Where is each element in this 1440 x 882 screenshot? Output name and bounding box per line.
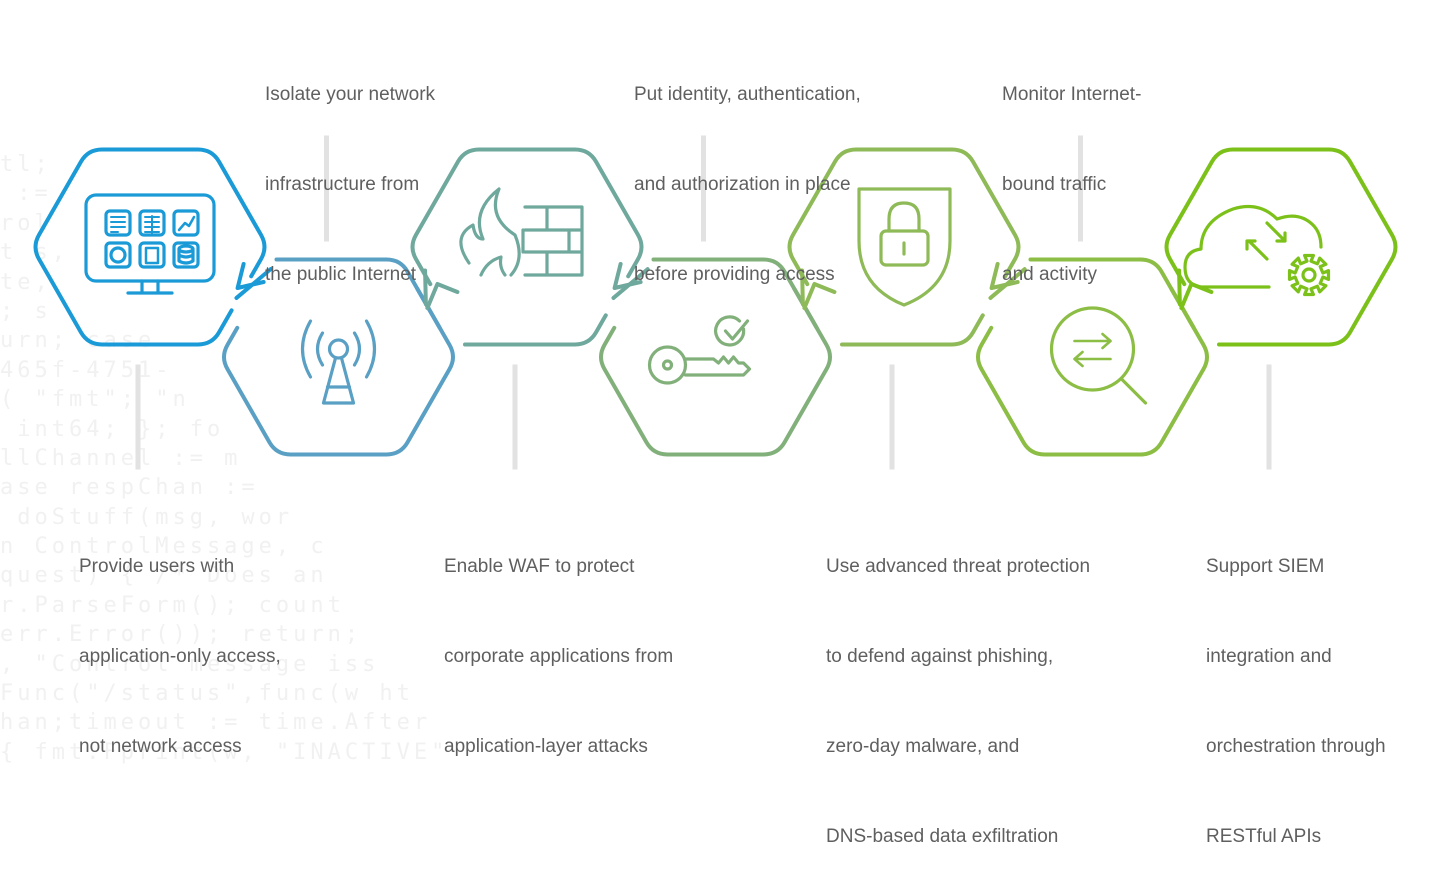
hexagon-siem <box>1164 147 1398 347</box>
background-code-line: r.ParseForm(); count <box>0 592 345 618</box>
background-code-line: t s, <box>0 240 69 266</box>
caption-line: before providing access <box>634 264 835 285</box>
hexagon-app-access <box>33 147 267 347</box>
caption-network-isolation: Isolate your network infrastructure from… <box>265 20 435 320</box>
hexagon-outline-upper <box>274 257 442 330</box>
arrowhead <box>802 282 837 310</box>
hexagon-outline-upper <box>787 147 1021 287</box>
hexagon-outline-lower <box>463 313 608 347</box>
caption-line: Support SIEM <box>1206 556 1325 577</box>
flow-arrow <box>423 268 460 310</box>
monitor-dashboard-icon <box>84 193 216 295</box>
firewall-icon <box>459 187 584 277</box>
hexagon-network-isolation <box>222 257 455 457</box>
hexagon-outline-lower <box>976 286 1209 457</box>
caption-line: Use advanced threat protection <box>826 556 1091 577</box>
caption-line: application-layer attacks <box>444 736 648 757</box>
connector-lines <box>135 135 1272 470</box>
caption-monitoring: Monitor Internet- bound traffic and acti… <box>1002 20 1141 320</box>
hexagon-outline <box>1164 147 1398 347</box>
background-code-line: n ControlMessage, c <box>0 534 328 560</box>
caption-line: integration and <box>1206 646 1332 667</box>
hexagon-chain <box>33 147 1398 457</box>
background-code-line: llChannel := m <box>0 445 242 471</box>
background-code-line: err.Error()); return; <box>0 622 363 648</box>
flow-arrow <box>611 262 650 300</box>
arrowhead <box>235 262 266 290</box>
hexagon-outline-upper <box>651 257 819 330</box>
traffic-search-icon <box>1049 306 1148 405</box>
caption-line: RESTful APIs <box>1206 826 1322 847</box>
caption-line: Put identity, authentication, <box>634 84 861 105</box>
hexagon-outline-lower <box>222 286 455 457</box>
antenna-tower-icon <box>300 319 377 405</box>
hexagon-threat-protection <box>787 147 1021 347</box>
hexagon-outline-upper <box>410 147 644 287</box>
flow-arrow <box>1177 268 1214 310</box>
security-flow-diagram <box>33 135 1398 470</box>
caption-line: application-only access, <box>79 646 281 667</box>
flow-arrow <box>800 268 837 310</box>
caption-identity: Put identity, authentication, and author… <box>634 20 861 320</box>
caption-app-access: Provide users with application-only acce… <box>79 492 281 792</box>
caption-line: to defend against phishing, <box>826 646 1054 667</box>
caption-line: Isolate your network <box>265 84 436 105</box>
background-code-line: ase respChan := <box>0 475 259 501</box>
hexagon-outline-upper <box>1028 257 1196 330</box>
caption-line: DNS-based data exfiltration <box>826 826 1059 847</box>
key-check-icon <box>647 315 752 385</box>
background-code-line: tl; <box>0 152 52 177</box>
arrowhead <box>612 262 643 290</box>
caption-threat-protection: Use advanced threat protection to defend… <box>826 492 1090 882</box>
caption-line: and activity <box>1002 264 1098 285</box>
flow-arrow <box>988 262 1027 300</box>
arrowhead <box>425 282 460 310</box>
background-code-line: := <box>0 181 52 207</box>
hexagon-waf <box>410 147 644 347</box>
background-code-line: te, <box>0 269 69 295</box>
caption-line: and authorization in place <box>634 174 851 195</box>
hexagon-outline <box>33 147 267 347</box>
caption-line: infrastructure from <box>265 174 420 195</box>
caption-line: Enable WAF to protect <box>444 556 635 577</box>
caption-line: bound traffic <box>1002 174 1107 195</box>
caption-line: corporate applications from <box>444 646 674 667</box>
flow-arrow <box>234 262 273 300</box>
background-code-line: quest) { /* Does an <box>0 563 328 589</box>
background-code-line: urn; case <box>0 328 156 354</box>
cloud-sync-gear-icon <box>1183 205 1331 297</box>
background-code-line: ; s <box>0 298 52 324</box>
arrowhead <box>989 262 1020 290</box>
caption-line: orchestration through <box>1206 736 1386 757</box>
hexagon-outline-lower <box>840 313 985 347</box>
hexagon-monitoring <box>976 257 1209 457</box>
step-icons <box>84 187 1331 405</box>
caption-line: Provide users with <box>79 556 235 577</box>
shield-lock-icon <box>857 187 952 307</box>
background-code-line: ( "fmt"; "n <box>0 387 190 413</box>
background-code-line: int64; }; fo <box>0 416 225 442</box>
caption-line: the public Internet <box>265 264 417 285</box>
hexagon-identity <box>599 257 832 457</box>
caption-line: not network access <box>79 736 242 757</box>
background-code-line: doStuff(msg, wor <box>0 504 294 530</box>
hexagon-outline-lower <box>599 286 832 457</box>
caption-line: zero-day malware, and <box>826 736 1020 757</box>
caption-siem: Support SIEM integration and orchestrati… <box>1206 492 1386 882</box>
caption-waf: Enable WAF to protect corporate applicat… <box>444 492 673 792</box>
caption-line: Monitor Internet- <box>1002 84 1142 105</box>
